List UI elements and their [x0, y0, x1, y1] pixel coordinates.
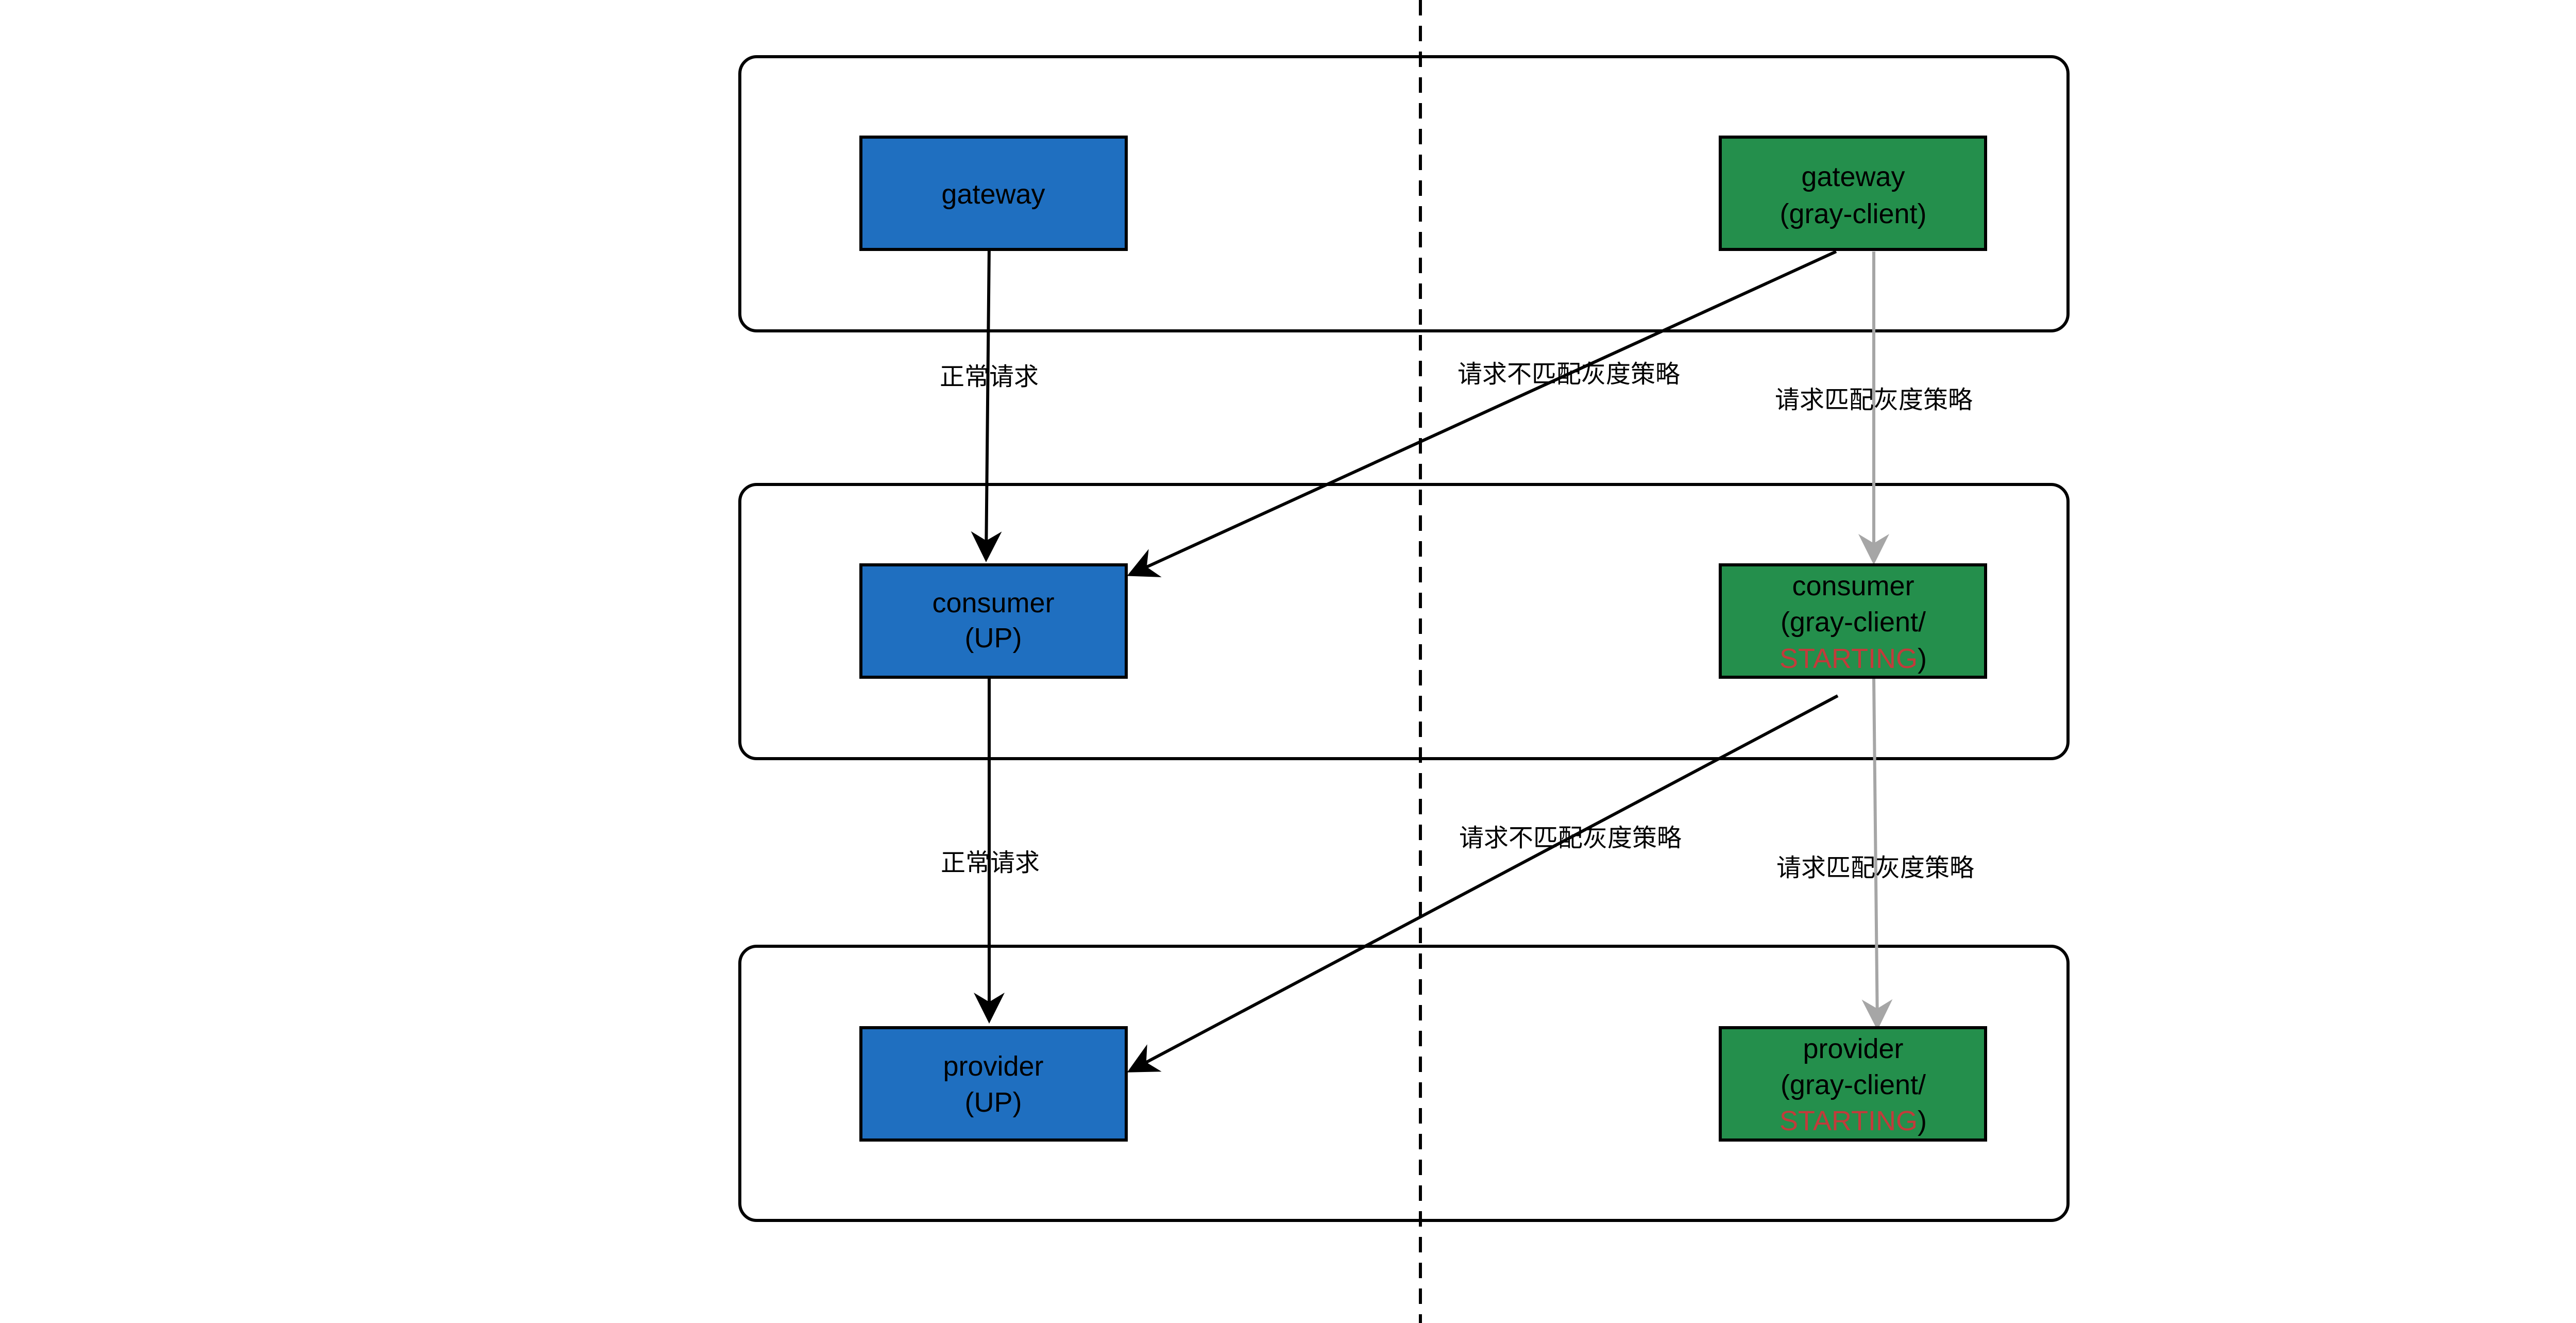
consumer-normal-label-line1: consumer: [932, 588, 1054, 618]
provider-gray-label-line1: provider: [1803, 1033, 1903, 1064]
consumer-gray-label-line3: STARTING): [1780, 643, 1927, 674]
consumer-gray-node: consumer (gray-client/ STARTING): [1719, 563, 1987, 679]
edge-gray-consumer-to-gray-provider-match: [1861, 677, 1893, 1030]
gateway-gray-label-line1: gateway: [1801, 161, 1905, 192]
consumer-gray-status: STARTING: [1780, 643, 1918, 674]
provider-gray-status-suffix: ): [1918, 1106, 1927, 1136]
consumer-layer-container: [738, 483, 2070, 760]
consumer-gray-label-line1: consumer: [1792, 571, 1914, 601]
provider-gray-label-line2: (gray-client/: [1781, 1069, 1926, 1100]
edge-label-match-2: 请求匹配灰度策略: [1776, 853, 1974, 882]
provider-normal-node: provider (UP): [859, 1026, 1128, 1142]
provider-layer-container: [738, 945, 2070, 1222]
edge-label-normal-2: 正常请求: [941, 848, 1040, 877]
gateway-gray-node: gateway (gray-client): [1719, 136, 1987, 251]
gateway-gray-label-line2: (gray-client): [1780, 198, 1926, 229]
consumer-gray-status-suffix: ): [1918, 643, 1927, 674]
provider-normal-label-line2: (UP): [965, 1087, 1022, 1118]
gateway-normal-label: gateway: [941, 179, 1045, 210]
consumer-normal-label-line2: (UP): [965, 623, 1022, 654]
gateway-normal-node: gateway: [859, 136, 1128, 251]
edge-gray-gateway-to-consumer-mismatch: [1127, 250, 1837, 577]
gateway-layer-container: [738, 55, 2070, 332]
consumer-gray-label-line2: (gray-client/: [1781, 607, 1926, 638]
provider-gray-node: provider (gray-client/ STARTING): [1719, 1026, 1987, 1142]
edge-gray-consumer-to-provider-mismatch: [1127, 694, 1839, 1073]
edge-label-match-1: 请求匹配灰度策略: [1775, 386, 1973, 414]
provider-gray-status: STARTING: [1780, 1106, 1918, 1136]
edge-label-normal-1: 正常请求: [940, 362, 1039, 391]
edge-gateway-to-consumer-normal: [971, 244, 1002, 562]
consumer-normal-node: consumer (UP): [859, 563, 1128, 679]
edge-label-mismatch-1: 请求不匹配灰度策略: [1458, 360, 1680, 389]
edge-label-mismatch-2: 请求不匹配灰度策略: [1459, 824, 1682, 852]
provider-normal-label-line1: provider: [943, 1051, 1043, 1082]
provider-gray-label-line3: STARTING): [1780, 1106, 1927, 1136]
